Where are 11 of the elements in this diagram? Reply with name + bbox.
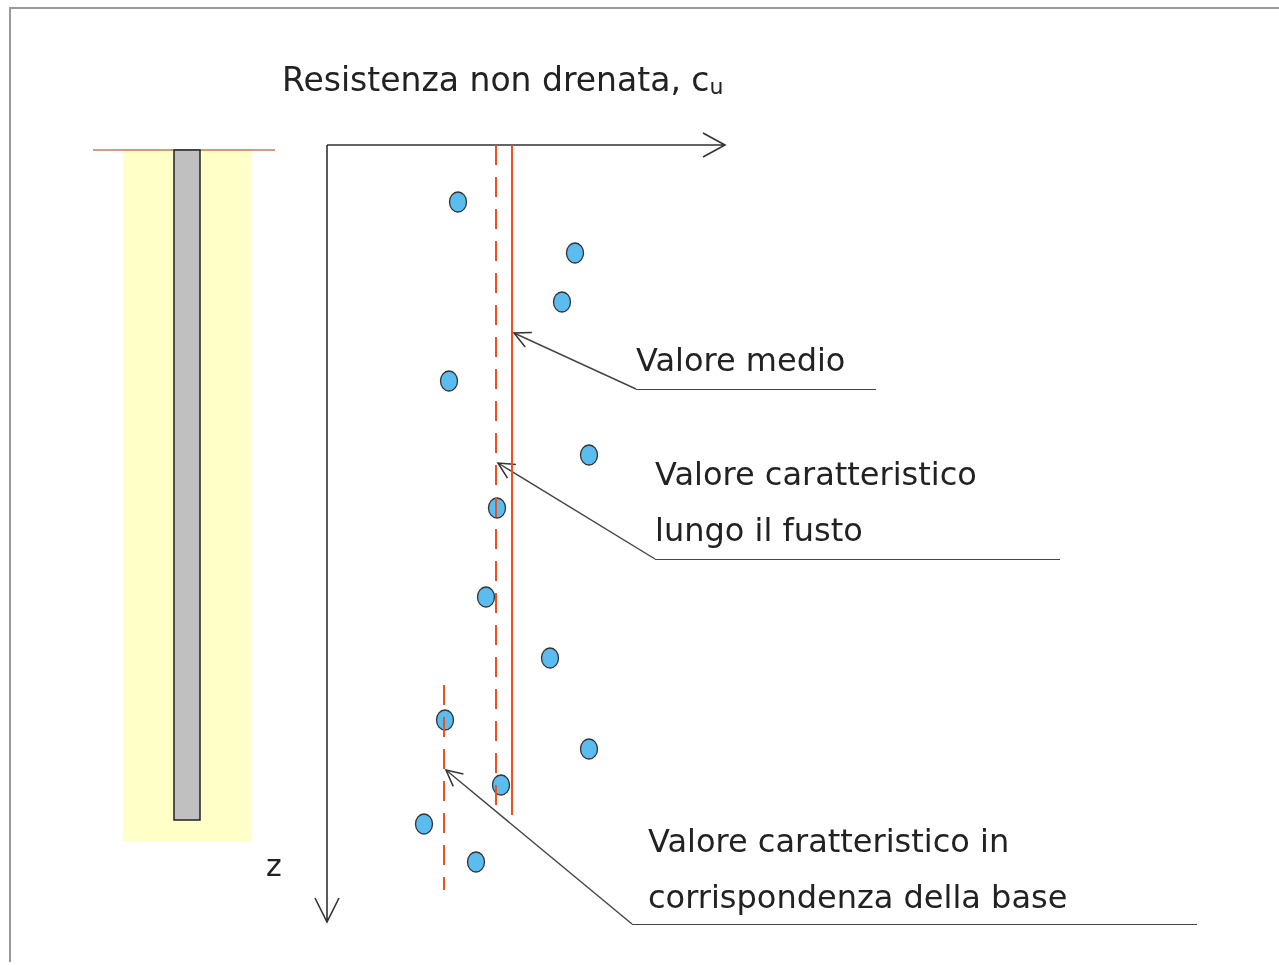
callout-text: Valore medio [636,340,847,381]
leader-line [445,769,633,925]
leader-line [497,462,656,560]
callout-text: Valore caratteristico in corrispondenza della base [648,821,1069,918]
dashed-value-line [442,685,446,890]
leader-line [513,331,637,390]
callout-text: Valore caratteristico lungo il fusto [655,454,978,551]
value-line [510,145,514,815]
axis-title: Resistenza non drenata, c$_{u}$ [282,60,724,99]
dashed-value-line [494,145,498,805]
axis-label: z [266,848,282,883]
